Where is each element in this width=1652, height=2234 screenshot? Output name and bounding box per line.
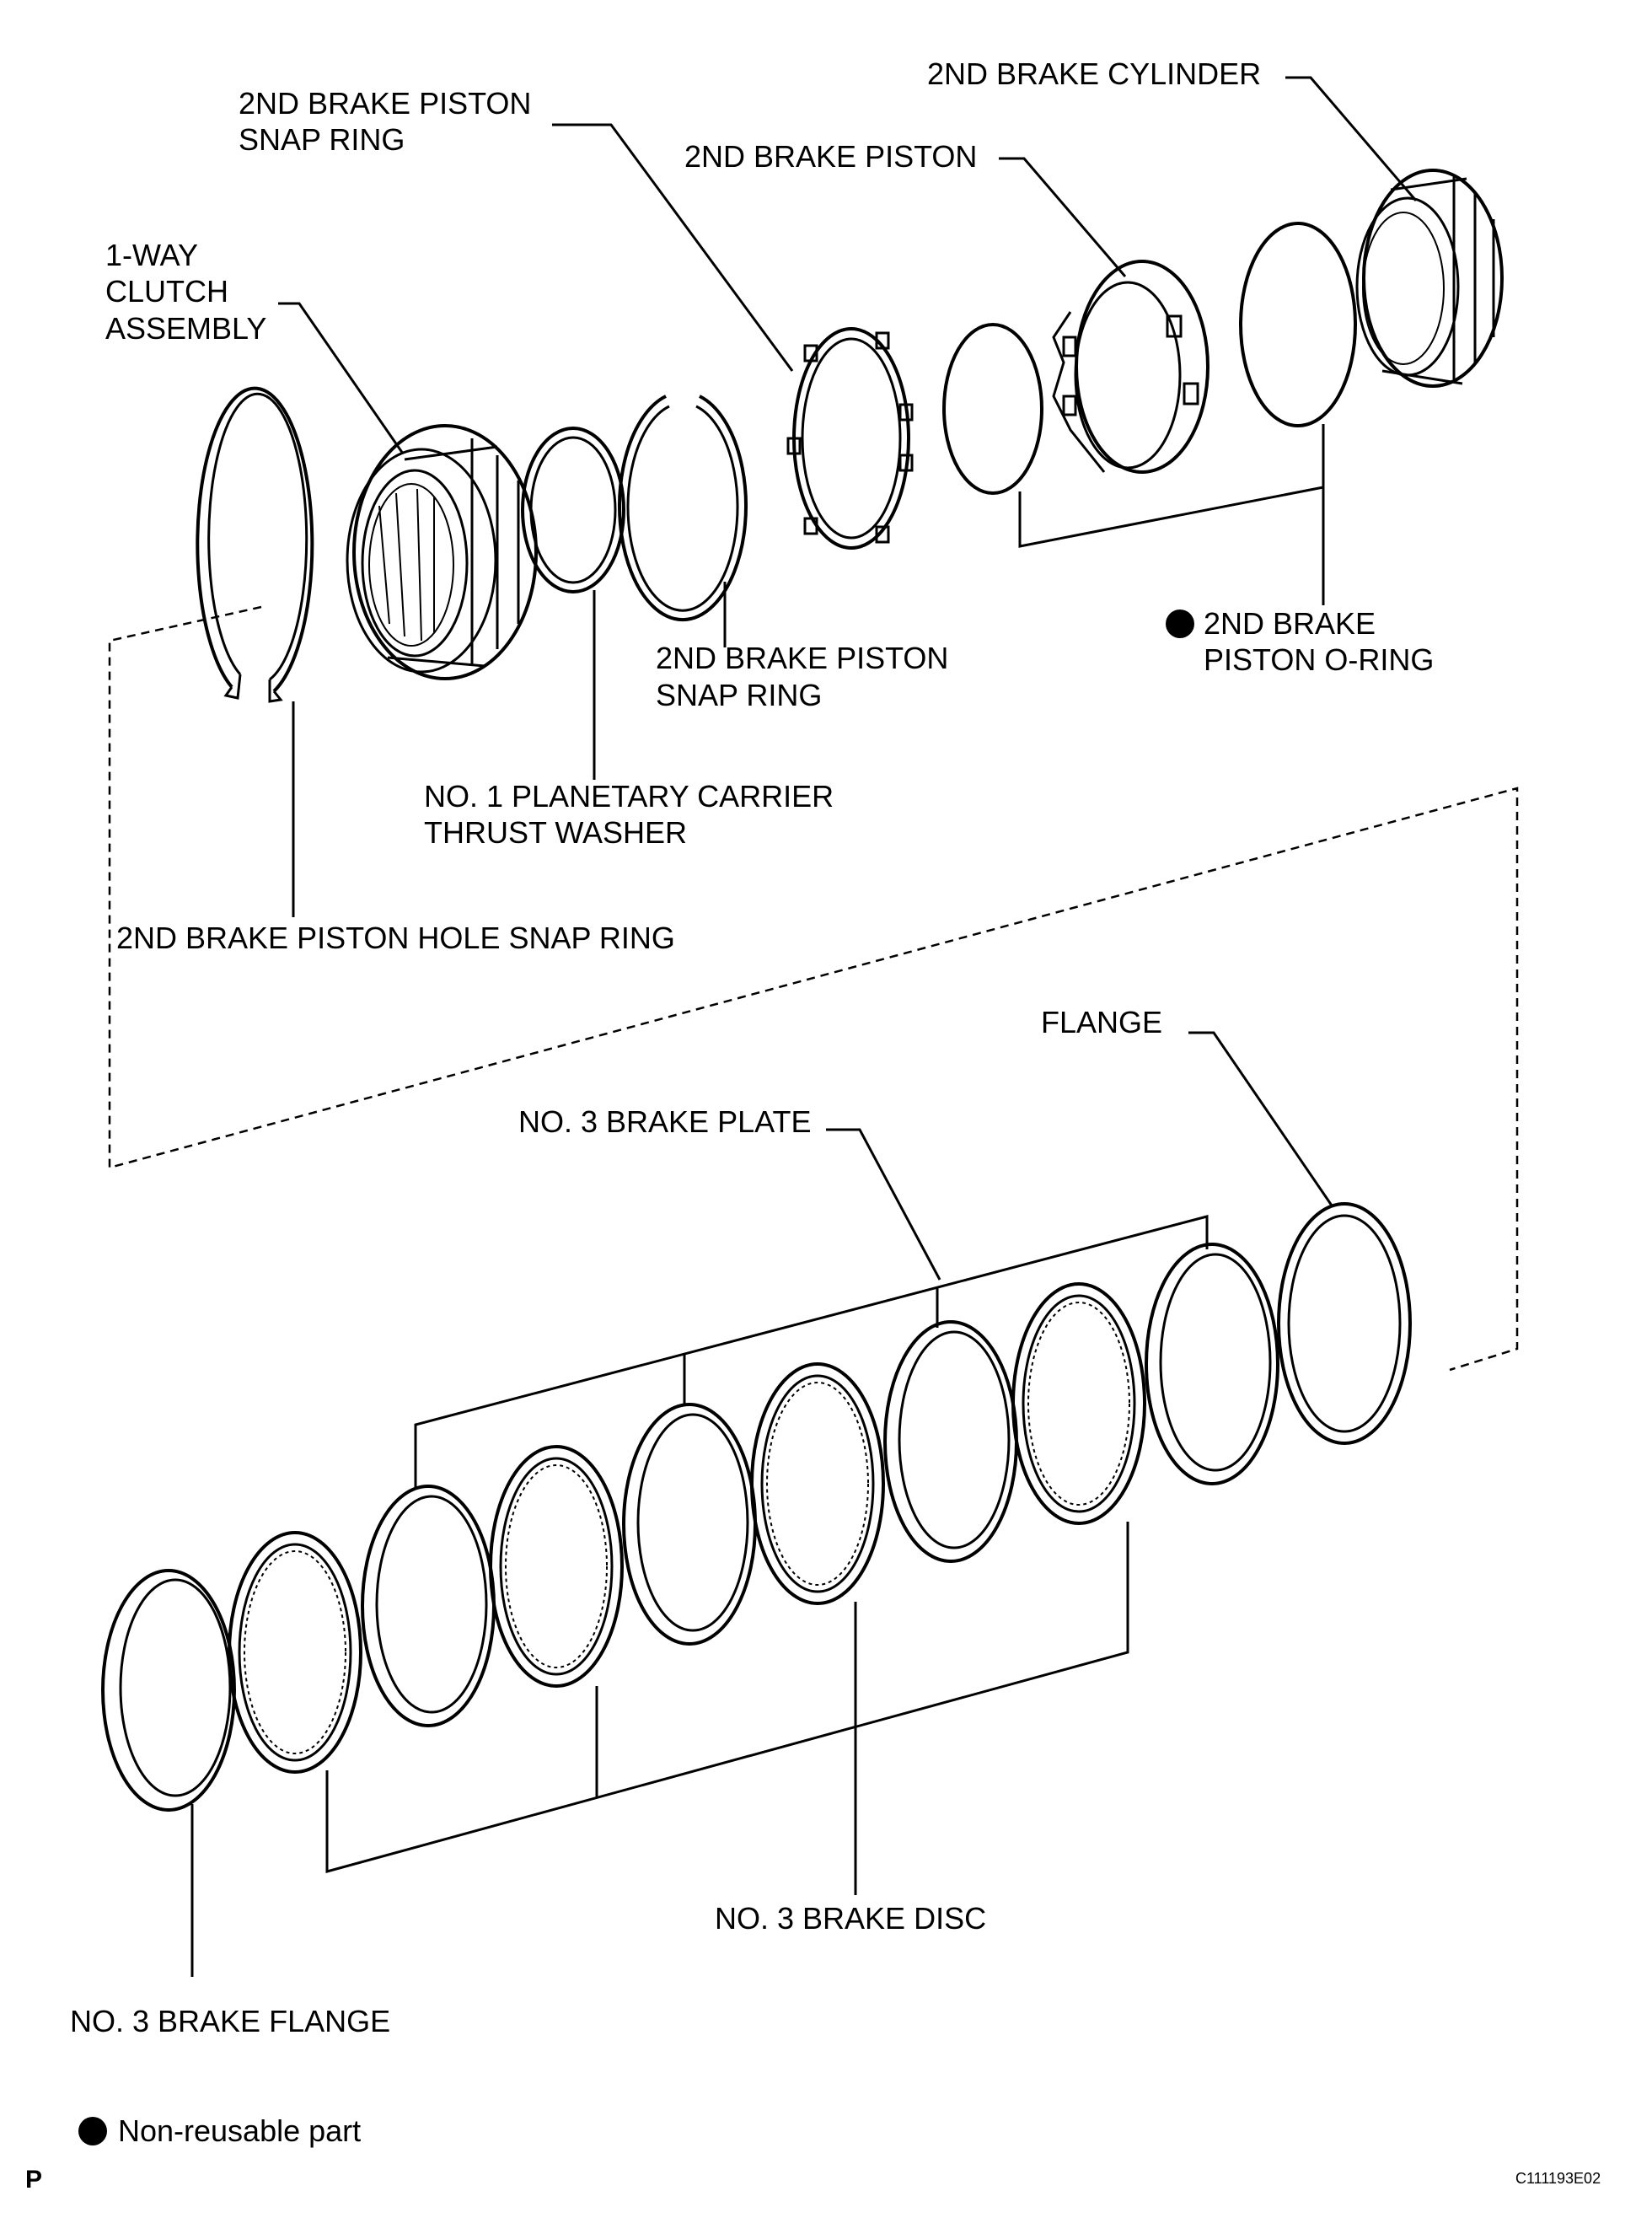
brake-cylinder-part (1355, 169, 1504, 388)
non-reusable-dot-icon (1166, 610, 1194, 638)
no3-brake-disc-part-2 (489, 1445, 624, 1688)
label-brake-piston: 2ND BRAKE PISTON (684, 139, 977, 174)
piston-o-ring-small-part (942, 323, 1043, 495)
no3-brake-plate-part-4 (1145, 1243, 1279, 1485)
label-brake-cylinder: 2ND BRAKE CYLINDER (927, 56, 1261, 91)
label-no3-brake-flange: NO. 3 BRAKE FLANGE (70, 2004, 390, 2038)
no3-brake-plate-part-2 (622, 1403, 757, 1646)
no3-brake-plate-part-3 (883, 1320, 1018, 1563)
legend-non-reusable-dot-icon (78, 2117, 107, 2145)
assembly-dashed-outline (108, 605, 1519, 1372)
brake-piston-part (1052, 260, 1210, 474)
label-piston-snap-ring-top-line1: 2ND BRAKE PISTON (239, 86, 531, 121)
piston-o-ring-large-part (1239, 222, 1357, 427)
corner-letter: P (25, 2166, 42, 2194)
label-one-way-clutch-line3: ASSEMBLY (105, 311, 266, 346)
one-way-clutch-part (346, 424, 538, 680)
no3-brake-plate-part-1 (361, 1485, 496, 1727)
label-piston-snap-ring-bottom-line2: SNAP RING (656, 678, 822, 712)
label-thrust-washer-line2: THRUST WASHER (424, 815, 687, 850)
label-thrust-washer-line1: NO. 1 PLANETARY CARRIER (424, 779, 834, 814)
no3-brake-disc-part-4 (1011, 1282, 1146, 1525)
piston-snap-ring-tabbed-part (786, 327, 914, 550)
label-brake-plate: NO. 3 BRAKE PLATE (518, 1104, 811, 1139)
label-piston-snap-ring-bottom-line1: 2ND BRAKE PISTON (656, 641, 948, 675)
legend-text: Non-reusable part (118, 2113, 361, 2148)
no3-brake-disc-part-1 (228, 1531, 362, 1774)
label-one-way-clutch-line2: CLUTCH (105, 274, 228, 309)
label-brake-disc: NO. 3 BRAKE DISC (715, 1901, 986, 1936)
no3-brake-flange-part (101, 1569, 236, 1812)
label-o-ring-line1: 2ND BRAKE (1204, 606, 1376, 641)
no3-brake-disc-part-3 (750, 1362, 885, 1605)
thrust-washer-part (521, 427, 625, 593)
flange-part (1277, 1202, 1412, 1445)
label-one-way-clutch-line1: 1-WAY (105, 238, 198, 272)
hole-snap-ring-part (196, 386, 314, 703)
label-piston-snap-ring-top-line2: SNAP RING (239, 122, 405, 157)
leader-lines (190, 76, 1418, 1977)
piston-snap-ring-part (618, 395, 748, 622)
figure-code: C111193E02 (1515, 2170, 1601, 2187)
label-hole-snap-ring: 2ND BRAKE PISTON HOLE SNAP RING (116, 921, 675, 955)
label-flange: FLANGE (1041, 1005, 1162, 1039)
label-o-ring-line2: PISTON O-RING (1204, 642, 1434, 677)
